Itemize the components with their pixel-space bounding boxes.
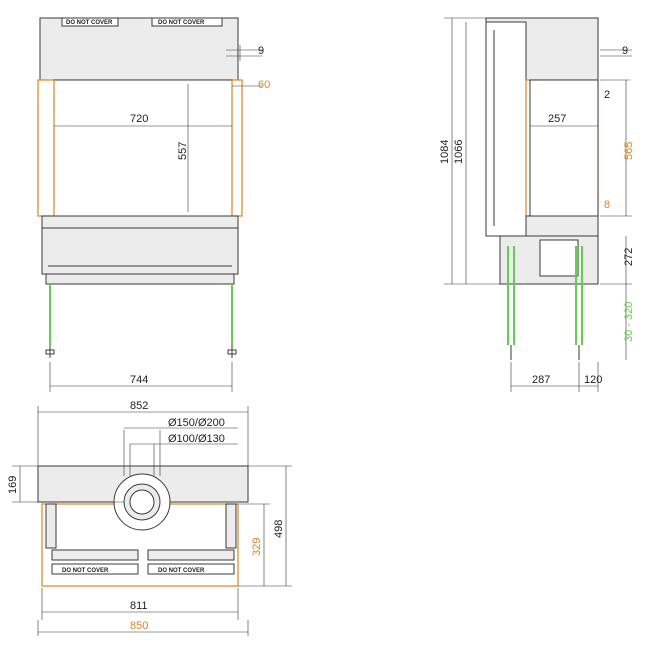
- top-label-left: [51, 563, 139, 575]
- front-vent-right-label: DO NOT COVER: [158, 20, 205, 26]
- front-view: DO NOT COVER DO NOT COVER 9 60: [37, 17, 270, 392]
- flue-inner-circle: [129, 489, 155, 515]
- side-dim-bottom-frame: 8: [604, 199, 610, 211]
- top-right-panel: [225, 503, 237, 549]
- side-leg-right: [575, 246, 583, 360]
- top-label-left-text: DO NOT COVER: [62, 568, 109, 574]
- front-dim-glass-width: 720: [130, 113, 148, 125]
- front-dim-leg-span: 744: [130, 374, 148, 386]
- front-glass: [53, 79, 233, 217]
- front-dim-glass-height: 557: [177, 142, 189, 160]
- side-base-cutout: [539, 239, 579, 277]
- flue-outer-label: Ø150/Ø200: [168, 417, 225, 429]
- front-vent-left-label: DO NOT COVER: [66, 20, 113, 26]
- top-dim-depth: 498: [273, 520, 285, 538]
- front-dim-top-gap: 9: [258, 45, 264, 57]
- front-vent-left: [61, 17, 119, 27]
- side-glass: [529, 79, 599, 217]
- side-view: 9 2 257 565 8 272 30 - 320 1084 1066 287…: [439, 17, 635, 392]
- side-dim-leg-span: 287: [532, 374, 550, 386]
- front-leg-left: [45, 284, 55, 358]
- top-vent-left: [51, 549, 139, 561]
- side-dim-height-total: 1084: [439, 140, 451, 164]
- side-bottom-frame: [525, 215, 599, 237]
- top-vent-right: [147, 549, 235, 561]
- side-back-panel: [485, 21, 527, 237]
- top-dim-width-total: 852: [130, 400, 148, 412]
- side-dim-legs-range: 30 - 320: [623, 302, 635, 342]
- top-view: DO NOT COVER DO NOT COVER 852 Ø150/Ø200 …: [7, 400, 292, 636]
- top-dim-outer-width: 850: [130, 620, 148, 632]
- front-vent-right: [151, 17, 223, 27]
- side-dim-top-gap: 9: [622, 45, 628, 57]
- side-dim-gap-2: 2: [604, 89, 610, 101]
- top-dim-inner-depth: 329: [251, 538, 263, 556]
- front-leg-right: [227, 284, 237, 358]
- top-label-right-text: DO NOT COVER: [158, 568, 205, 574]
- flue-inner-label: Ø100/Ø130: [168, 433, 225, 445]
- top-left-panel: [45, 503, 57, 549]
- top-dim-flue-offset: 169: [7, 476, 19, 494]
- front-upper-housing: [39, 17, 239, 81]
- top-label-right: [147, 563, 235, 575]
- side-leg-left: [507, 246, 515, 360]
- front-lower-base: [41, 215, 239, 275]
- side-dim-height-body: 1066: [453, 140, 465, 164]
- front-plinth: [45, 273, 235, 285]
- side-dim-glass-height: 565: [623, 142, 635, 160]
- side-dim-depth: 257: [548, 113, 566, 125]
- top-dim-inner-width: 811: [130, 600, 148, 612]
- side-dim-leg-offset: 120: [584, 374, 602, 386]
- front-dim-frame: 60: [258, 79, 270, 91]
- side-dim-base: 272: [623, 248, 635, 266]
